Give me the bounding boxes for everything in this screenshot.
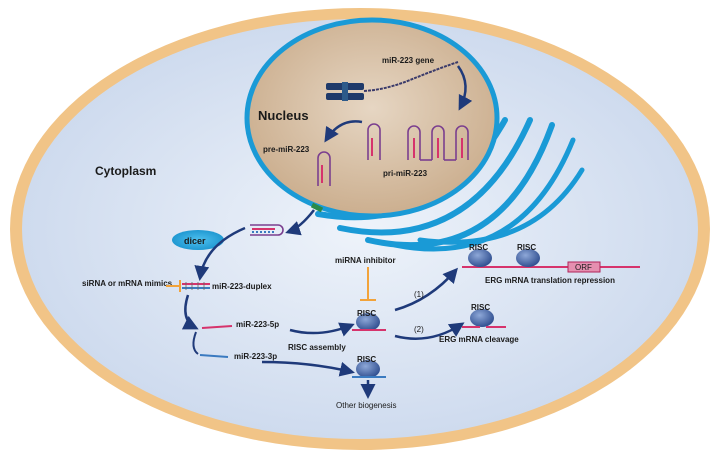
cleavage-label: ERG mRNA cleavage [439, 335, 519, 344]
inhibitor-label: miRNA inhibitor [335, 256, 396, 265]
mirna-3p-strand [199, 354, 229, 358]
path-2-arrow [394, 322, 465, 340]
pre-mirna-hairpin [317, 151, 331, 186]
risc-1-label: RISC [469, 243, 488, 252]
cytoplasm-label: Cytoplasm [95, 164, 156, 178]
chromosome-icon [326, 82, 364, 101]
pre-mirna-hairpin-nuclear [367, 123, 381, 160]
cytoplasmic-pre-mirna [250, 224, 284, 236]
orf-box [567, 261, 601, 273]
mirna-5p-strand [201, 325, 233, 329]
duplex-to-strands-arrow [181, 294, 199, 330]
pri-mirna-label: pri-miR-223 [383, 169, 428, 178]
nucleus-label: Nucleus [258, 108, 309, 123]
pre-mirna-label: pre-miR-223 [263, 145, 310, 154]
other-biogenesis-label: Other biogenesis [336, 401, 396, 410]
path-1-arrow [394, 267, 458, 312]
risc-complex-3p [352, 360, 386, 378]
risc-complex-1 [468, 249, 492, 267]
risc-3p-label: RISC [357, 355, 376, 364]
risc-complex-main [352, 313, 386, 331]
orf-label: ORF [575, 263, 592, 272]
duplex-label: miR-223-duplex [212, 282, 272, 291]
to-risc-3p-arrow [261, 360, 355, 377]
pri-to-pre-arrow [324, 120, 363, 143]
mirna-5p-label: miR-223-5p [236, 320, 279, 329]
path-2-label: (2) [414, 325, 424, 334]
risc-2-label: RISC [517, 243, 536, 252]
dicing-arrow [194, 226, 246, 281]
dicer-label: dicer [184, 236, 206, 246]
nucleus [244, 17, 500, 219]
mimics-label: siRNA or mRNA mimics [82, 279, 173, 288]
gene-to-pri-arrow [456, 65, 473, 111]
gene-label: miR-223 gene [382, 56, 435, 65]
risc-complex-2 [516, 249, 540, 267]
to-risc-arrow [289, 322, 355, 337]
gene-strand [363, 61, 459, 92]
risc-complex-cleavage [462, 309, 506, 328]
path-1-label: (1) [414, 290, 424, 299]
mirna-3p-label: miR-223-3p [234, 352, 277, 361]
nuclear-pore [310, 202, 324, 213]
translation-repression-label: ERG mRNA translation repression [485, 276, 615, 285]
risc-assembly-label: RISC assembly [288, 343, 346, 352]
pri-mirna-hairpins [407, 125, 469, 161]
risc-main-label: RISC [357, 309, 376, 318]
mirna-duplex [182, 282, 210, 290]
risc-cleavage-label: RISC [471, 303, 490, 312]
to-3p-arrow [192, 331, 199, 355]
dicer-enzyme [172, 230, 224, 250]
export-arrow [285, 209, 315, 236]
